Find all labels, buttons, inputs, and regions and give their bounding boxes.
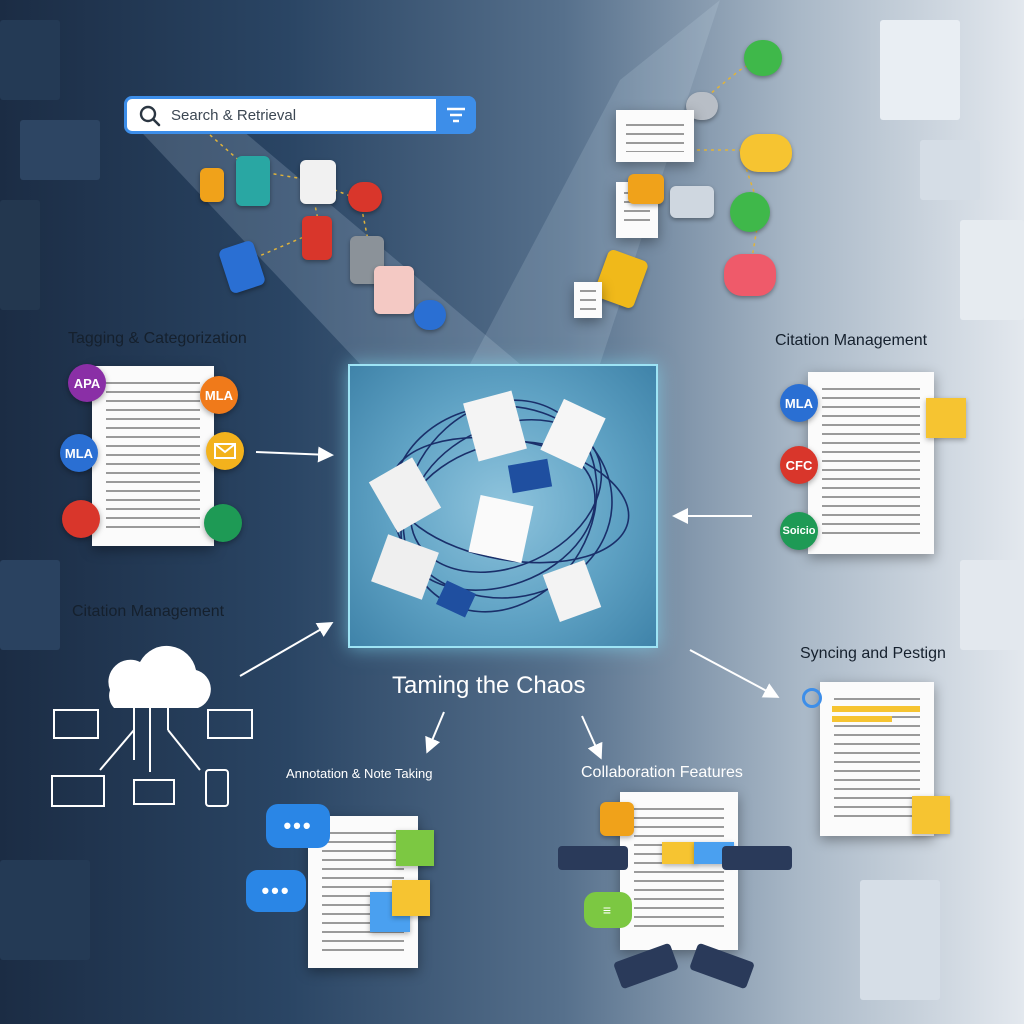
arrow <box>425 711 445 754</box>
arrow <box>581 715 603 760</box>
mla-badge: MLA <box>780 384 818 422</box>
apa-badge: APA <box>68 364 106 402</box>
browser-window <box>616 110 694 162</box>
citation-document <box>808 372 934 554</box>
workstation-icon <box>670 186 714 218</box>
sticky-note <box>662 842 696 864</box>
sticky-note <box>392 880 430 916</box>
background-tile <box>0 560 60 650</box>
laptop-icon <box>207 709 253 739</box>
background-tile <box>860 880 940 1000</box>
folder <box>436 580 476 618</box>
filter-button[interactable] <box>436 96 476 134</box>
mla-badge: MLA <box>200 376 238 414</box>
paper <box>371 534 439 600</box>
sticky-note <box>396 830 434 866</box>
citation-right-label: Citation Management <box>775 332 928 349</box>
soicio-badge: Soicio <box>780 512 818 550</box>
chat-bubble-icon: ≡ <box>584 892 632 928</box>
background-tile <box>0 200 40 310</box>
laptop-icon <box>53 709 99 739</box>
diagram-title: Taming the Chaos <box>392 672 586 699</box>
citation-left-label: Citation Management <box>72 603 225 620</box>
arrow <box>689 649 780 698</box>
leaf-badge <box>204 504 242 542</box>
highlight-bar <box>832 716 892 722</box>
syncing-label: Syncing and Pestign <box>800 645 946 662</box>
crown-badge <box>600 802 634 836</box>
tag-blue-small <box>414 300 446 330</box>
chat-bubble-icon: ••• <box>266 804 330 848</box>
folder <box>507 458 553 494</box>
background-tile <box>20 120 100 180</box>
search-icon <box>139 105 161 127</box>
tag-orange-folder <box>628 174 664 204</box>
phone-icon <box>205 769 229 807</box>
sticky-note <box>912 796 950 834</box>
sticky-note <box>926 398 966 438</box>
cfc-badge: CFC <box>780 446 818 484</box>
cloud-icon <box>108 645 211 708</box>
tag-green-search <box>730 192 770 232</box>
envelope-icon <box>214 443 236 459</box>
sync-network <box>51 645 253 807</box>
annotation-label: Annotation & Note Taking <box>286 766 433 781</box>
hand-icon <box>722 846 792 870</box>
paper <box>542 559 602 623</box>
tag-red <box>302 216 332 260</box>
document-icon <box>574 282 602 318</box>
background-tile <box>880 20 960 120</box>
mla-badge: MLA <box>60 434 98 472</box>
tag-orange <box>200 168 224 202</box>
tag-red-search <box>348 182 382 212</box>
tangled-documents <box>368 390 630 623</box>
tag-pink-search <box>374 266 414 314</box>
chat-bubble-icon: ••• <box>246 870 306 912</box>
background-tile <box>0 860 90 960</box>
collaboration-document <box>620 792 738 950</box>
laptop-icon <box>51 775 105 807</box>
document-icon <box>300 160 336 204</box>
incognito-badge <box>62 500 100 538</box>
paper <box>468 495 534 563</box>
sync-ring-icon <box>802 688 822 708</box>
paper <box>463 390 527 462</box>
right-beam <box>470 0 720 364</box>
chaos-box <box>348 364 658 648</box>
paper <box>368 457 442 533</box>
hand-icon <box>558 846 628 870</box>
tag-pink <box>724 254 776 296</box>
highlight-bar <box>832 706 920 712</box>
paper <box>540 398 606 470</box>
tagging-document <box>92 366 214 546</box>
envelope-badge <box>206 432 244 470</box>
search-input[interactable]: Search & Retrieval <box>171 106 297 124</box>
printer-icon <box>133 779 175 805</box>
collaboration-label: Collaboration Features <box>581 764 743 781</box>
tag-yellow <box>740 134 792 172</box>
background-tile <box>960 220 1024 320</box>
background-tile <box>0 20 60 100</box>
background-tile <box>920 140 980 200</box>
search-bar[interactable]: Search & Retrieval <box>124 96 476 134</box>
filter-icon <box>447 107 465 123</box>
tag-teal <box>236 156 270 206</box>
tagging-label: Tagging & Categorization <box>68 330 247 347</box>
tag-green <box>744 40 782 76</box>
background-tile <box>960 560 1024 650</box>
arrow <box>239 621 334 677</box>
arrow <box>255 446 334 463</box>
